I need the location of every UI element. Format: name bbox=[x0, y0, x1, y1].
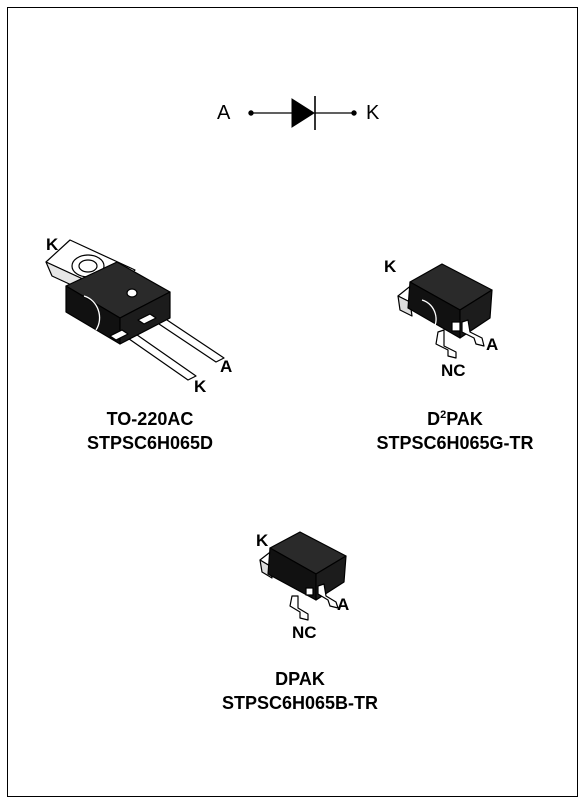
to220-package-name: TO-220AC bbox=[106, 409, 194, 429]
dpak-package-drawing bbox=[259, 531, 347, 621]
symbol-cathode-label: K bbox=[366, 102, 380, 124]
cathode-terminal-dot bbox=[351, 110, 357, 116]
dpak-pin-a: A bbox=[337, 595, 350, 614]
to220-pin-k-tab: K bbox=[46, 235, 59, 254]
symbol-anode-label: A bbox=[217, 102, 231, 124]
d2pak-pin-nc: NC bbox=[441, 361, 466, 380]
dpak-caption: DPAK STPSC6H065B-TR bbox=[175, 667, 425, 715]
to220-part-number: STPSC6H065D bbox=[86, 433, 214, 453]
to220-pin-a: A bbox=[220, 357, 233, 376]
diode-symbol bbox=[248, 96, 357, 130]
to220-package-drawing bbox=[45, 239, 225, 381]
dpak-pin-k: K bbox=[256, 531, 269, 550]
d2pak-package-name: D2PAK bbox=[427, 409, 483, 429]
to220-caption: TO-220AC STPSC6H065D bbox=[40, 407, 260, 455]
d2pak-pin-k: K bbox=[384, 257, 397, 276]
dpak-pin-nc: NC bbox=[292, 623, 317, 642]
to220-pin-k: K bbox=[194, 377, 207, 396]
d2pak-part-number: STPSC6H065G-TR bbox=[376, 433, 534, 453]
d2pak-pin-a: A bbox=[486, 335, 499, 354]
dpak-part-number: STPSC6H065B-TR bbox=[221, 693, 379, 713]
dpak-package-name: DPAK bbox=[275, 669, 325, 689]
diode-triangle bbox=[291, 98, 315, 128]
d2pak-package-drawing bbox=[397, 263, 493, 359]
d2pak-caption: D2PAK STPSC6H065G-TR bbox=[330, 407, 580, 455]
